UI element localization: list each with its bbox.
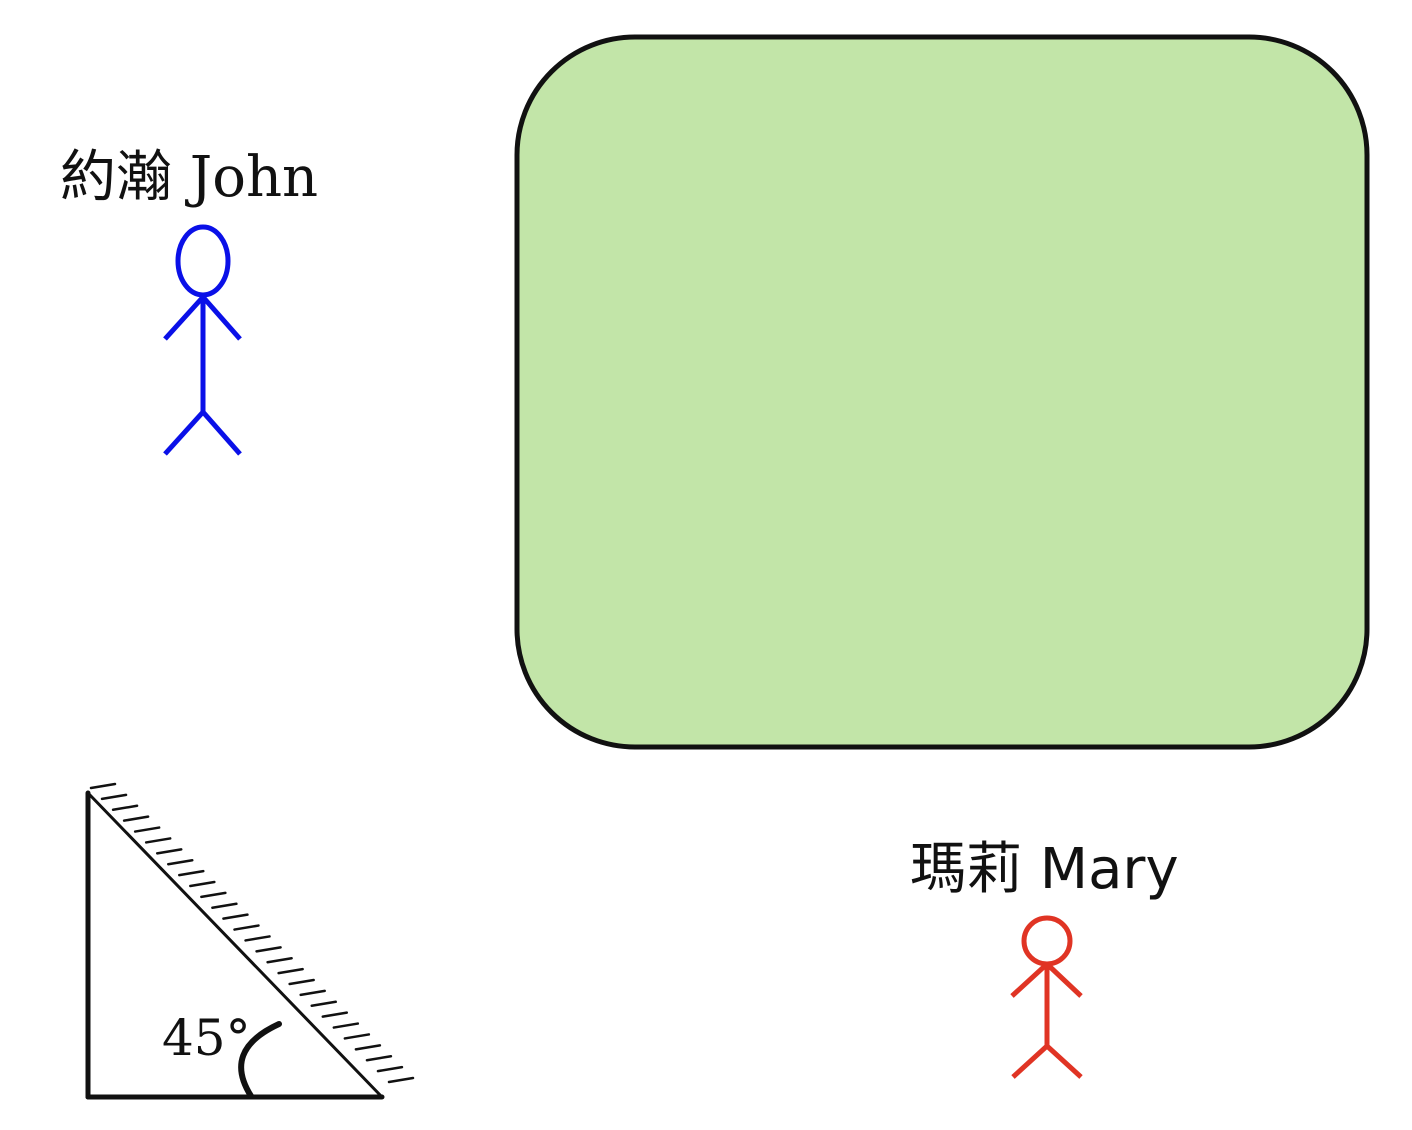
john-stick-figure <box>163 224 242 456</box>
mary-left-leg <box>1011 1044 1049 1079</box>
hatch-mark <box>365 1054 393 1062</box>
hatch-mark <box>111 804 139 812</box>
green-block <box>514 34 1370 750</box>
john-left-arm <box>163 295 205 341</box>
hatch-mark <box>211 902 238 910</box>
hatch-mark <box>321 1011 349 1018</box>
hatch-mark <box>222 913 249 920</box>
hatch-mark <box>155 848 183 855</box>
john-right-arm <box>201 295 242 341</box>
mirror-hatching <box>89 782 415 1084</box>
hatch-mark <box>100 793 128 801</box>
hatch-mark <box>299 989 326 997</box>
john-label: 約瀚 John <box>60 145 318 210</box>
hatch-mark <box>277 967 304 975</box>
hatch-mark <box>178 869 205 877</box>
angle-label: 45° <box>162 1009 251 1067</box>
hatch-mark <box>387 1076 415 1084</box>
john-right-leg <box>201 410 242 456</box>
hatch-mark <box>288 978 315 986</box>
mirror-surface <box>86 791 384 1099</box>
hatch-mark <box>343 1033 371 1040</box>
hatch-mark <box>133 826 161 833</box>
mary-head <box>1021 915 1073 967</box>
hatch-mark <box>233 924 260 931</box>
mary-left-arm <box>1010 962 1049 998</box>
john-head <box>175 224 231 298</box>
hatch-mark <box>89 782 117 790</box>
hatch-mark <box>122 815 150 822</box>
hatch-mark <box>167 858 194 866</box>
hatch-mark <box>310 1000 337 1008</box>
hatch-mark <box>189 880 216 888</box>
john-left-leg <box>163 410 205 456</box>
hatch-mark <box>200 891 227 899</box>
mary-right-arm <box>1045 962 1083 998</box>
hatch-mark <box>266 956 293 964</box>
angle-arc <box>238 1021 282 1099</box>
mary-label: 瑪莉 Mary <box>910 837 1179 902</box>
mirror-triangle <box>85 782 415 1100</box>
hatch-mark <box>376 1065 404 1073</box>
hatch-mark <box>144 837 172 844</box>
mary-stick-figure <box>1010 915 1083 1079</box>
hatch-mark <box>244 935 271 942</box>
hatch-mark <box>255 946 282 953</box>
mary-right-leg <box>1045 1044 1083 1079</box>
hatch-mark <box>332 1022 360 1029</box>
hatch-mark <box>354 1044 382 1051</box>
